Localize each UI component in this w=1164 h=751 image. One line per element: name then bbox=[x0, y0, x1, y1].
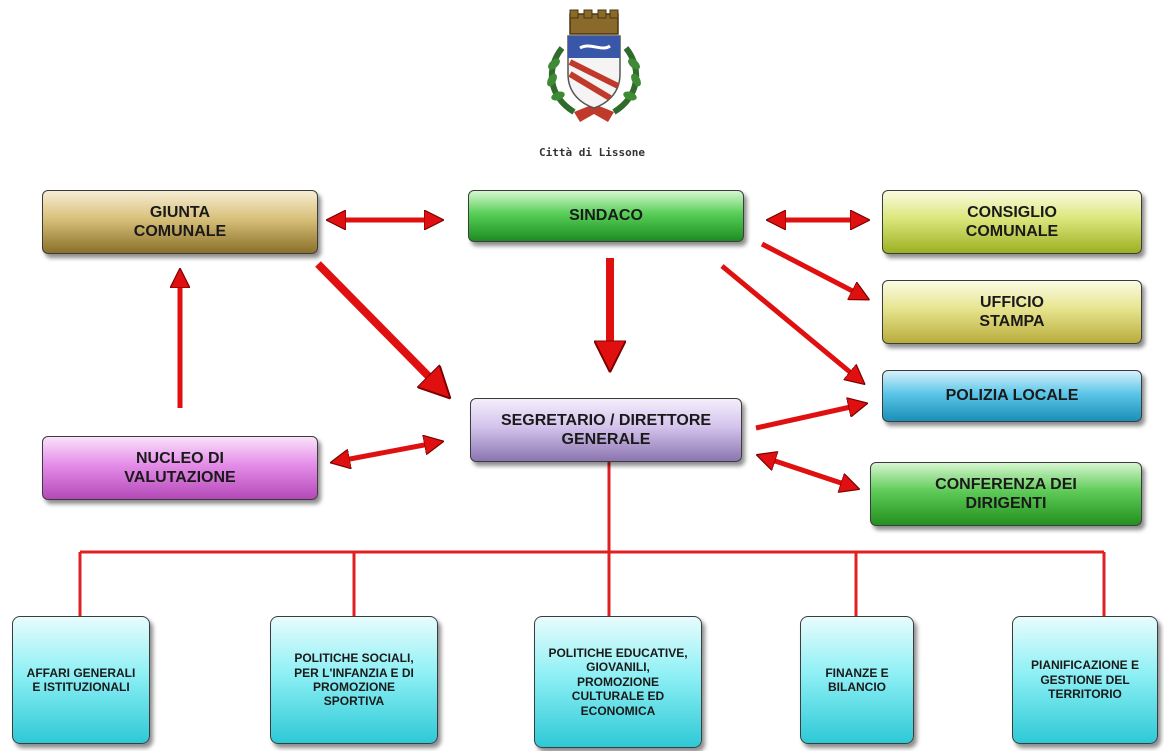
segretario-direttore-label: SEGRETARIO / DIRETTORE GENERALE bbox=[500, 411, 712, 448]
dept-affari-generali: AFFARI GENERALI E ISTITUZIONALI bbox=[12, 616, 150, 744]
giunta-comunale-box: GIUNTA COMUNALE bbox=[42, 190, 318, 254]
dept-finanze-bilancio-label: FINANZE E BILANCIO bbox=[825, 665, 889, 694]
polizia-locale-box: POLIZIA LOCALE bbox=[882, 370, 1142, 422]
arrow-sindaco-polizia bbox=[720, 264, 862, 382]
sindaco-box: SINDACO bbox=[468, 190, 744, 242]
conferenza-dirigenti-box: CONFERENZA DEI DIRIGENTI bbox=[870, 462, 1142, 526]
dept-finanze-bilancio: FINANZE E BILANCIO bbox=[800, 616, 914, 744]
nucleo-valutazione-box: NUCLEO DI VALUTAZIONE bbox=[42, 436, 318, 500]
dept-politiche-educative-label: POLITICHE EDUCATIVE, GIOVANILI, PROMOZIO… bbox=[548, 646, 688, 718]
conferenza-dirigenti-label: CONFERENZA DEI DIRIGENTI bbox=[935, 475, 1077, 512]
dept-politiche-sociali: POLITICHE SOCIALI, PER L'INFANZIA E DI P… bbox=[270, 616, 438, 744]
polizia-locale-label: POLIZIA LOCALE bbox=[945, 387, 1079, 405]
arrow-segretario-nucleo bbox=[334, 442, 440, 462]
giunta-comunale-label: GIUNTA COMUNALE bbox=[133, 203, 227, 240]
dept-affari-generali-label: AFFARI GENERALI E ISTITUZIONALI bbox=[26, 665, 136, 694]
dept-politiche-educative: POLITICHE EDUCATIVE, GIOVANILI, PROMOZIO… bbox=[534, 616, 702, 748]
arrow-giunta-segretario bbox=[315, 261, 446, 394]
ufficio-stampa-label: UFFICIO STAMPA bbox=[979, 293, 1045, 330]
arrow-sindaco-ufficio bbox=[760, 241, 866, 298]
dept-pianificazione-territorio: PIANIFICAZIONE E GESTIONE DEL TERRITORIO bbox=[1012, 616, 1158, 744]
consiglio-comunale-box: CONSIGLIO COMUNALE bbox=[882, 190, 1142, 254]
consiglio-comunale-label: CONSIGLIO COMUNALE bbox=[965, 203, 1059, 240]
segretario-direttore-box: SEGRETARIO / DIRETTORE GENERALE bbox=[470, 398, 742, 462]
ufficio-stampa-box: UFFICIO STAMPA bbox=[882, 280, 1142, 344]
coat-of-arms-logo bbox=[547, 9, 641, 122]
arrow-segretario-conferenza bbox=[760, 456, 856, 488]
arrow-segretario-polizia bbox=[755, 404, 864, 431]
dept-politiche-sociali-label: POLITICHE SOCIALI, PER L'INFANZIA E DI P… bbox=[294, 651, 414, 709]
nucleo-valutazione-label: NUCLEO DI VALUTAZIONE bbox=[124, 449, 236, 486]
city-name: Città di Lissone bbox=[539, 146, 645, 159]
dept-pianificazione-territorio-label: PIANIFICAZIONE E GESTIONE DEL TERRITORIO bbox=[1030, 658, 1139, 702]
sindaco-label: SINDACO bbox=[569, 207, 643, 225]
